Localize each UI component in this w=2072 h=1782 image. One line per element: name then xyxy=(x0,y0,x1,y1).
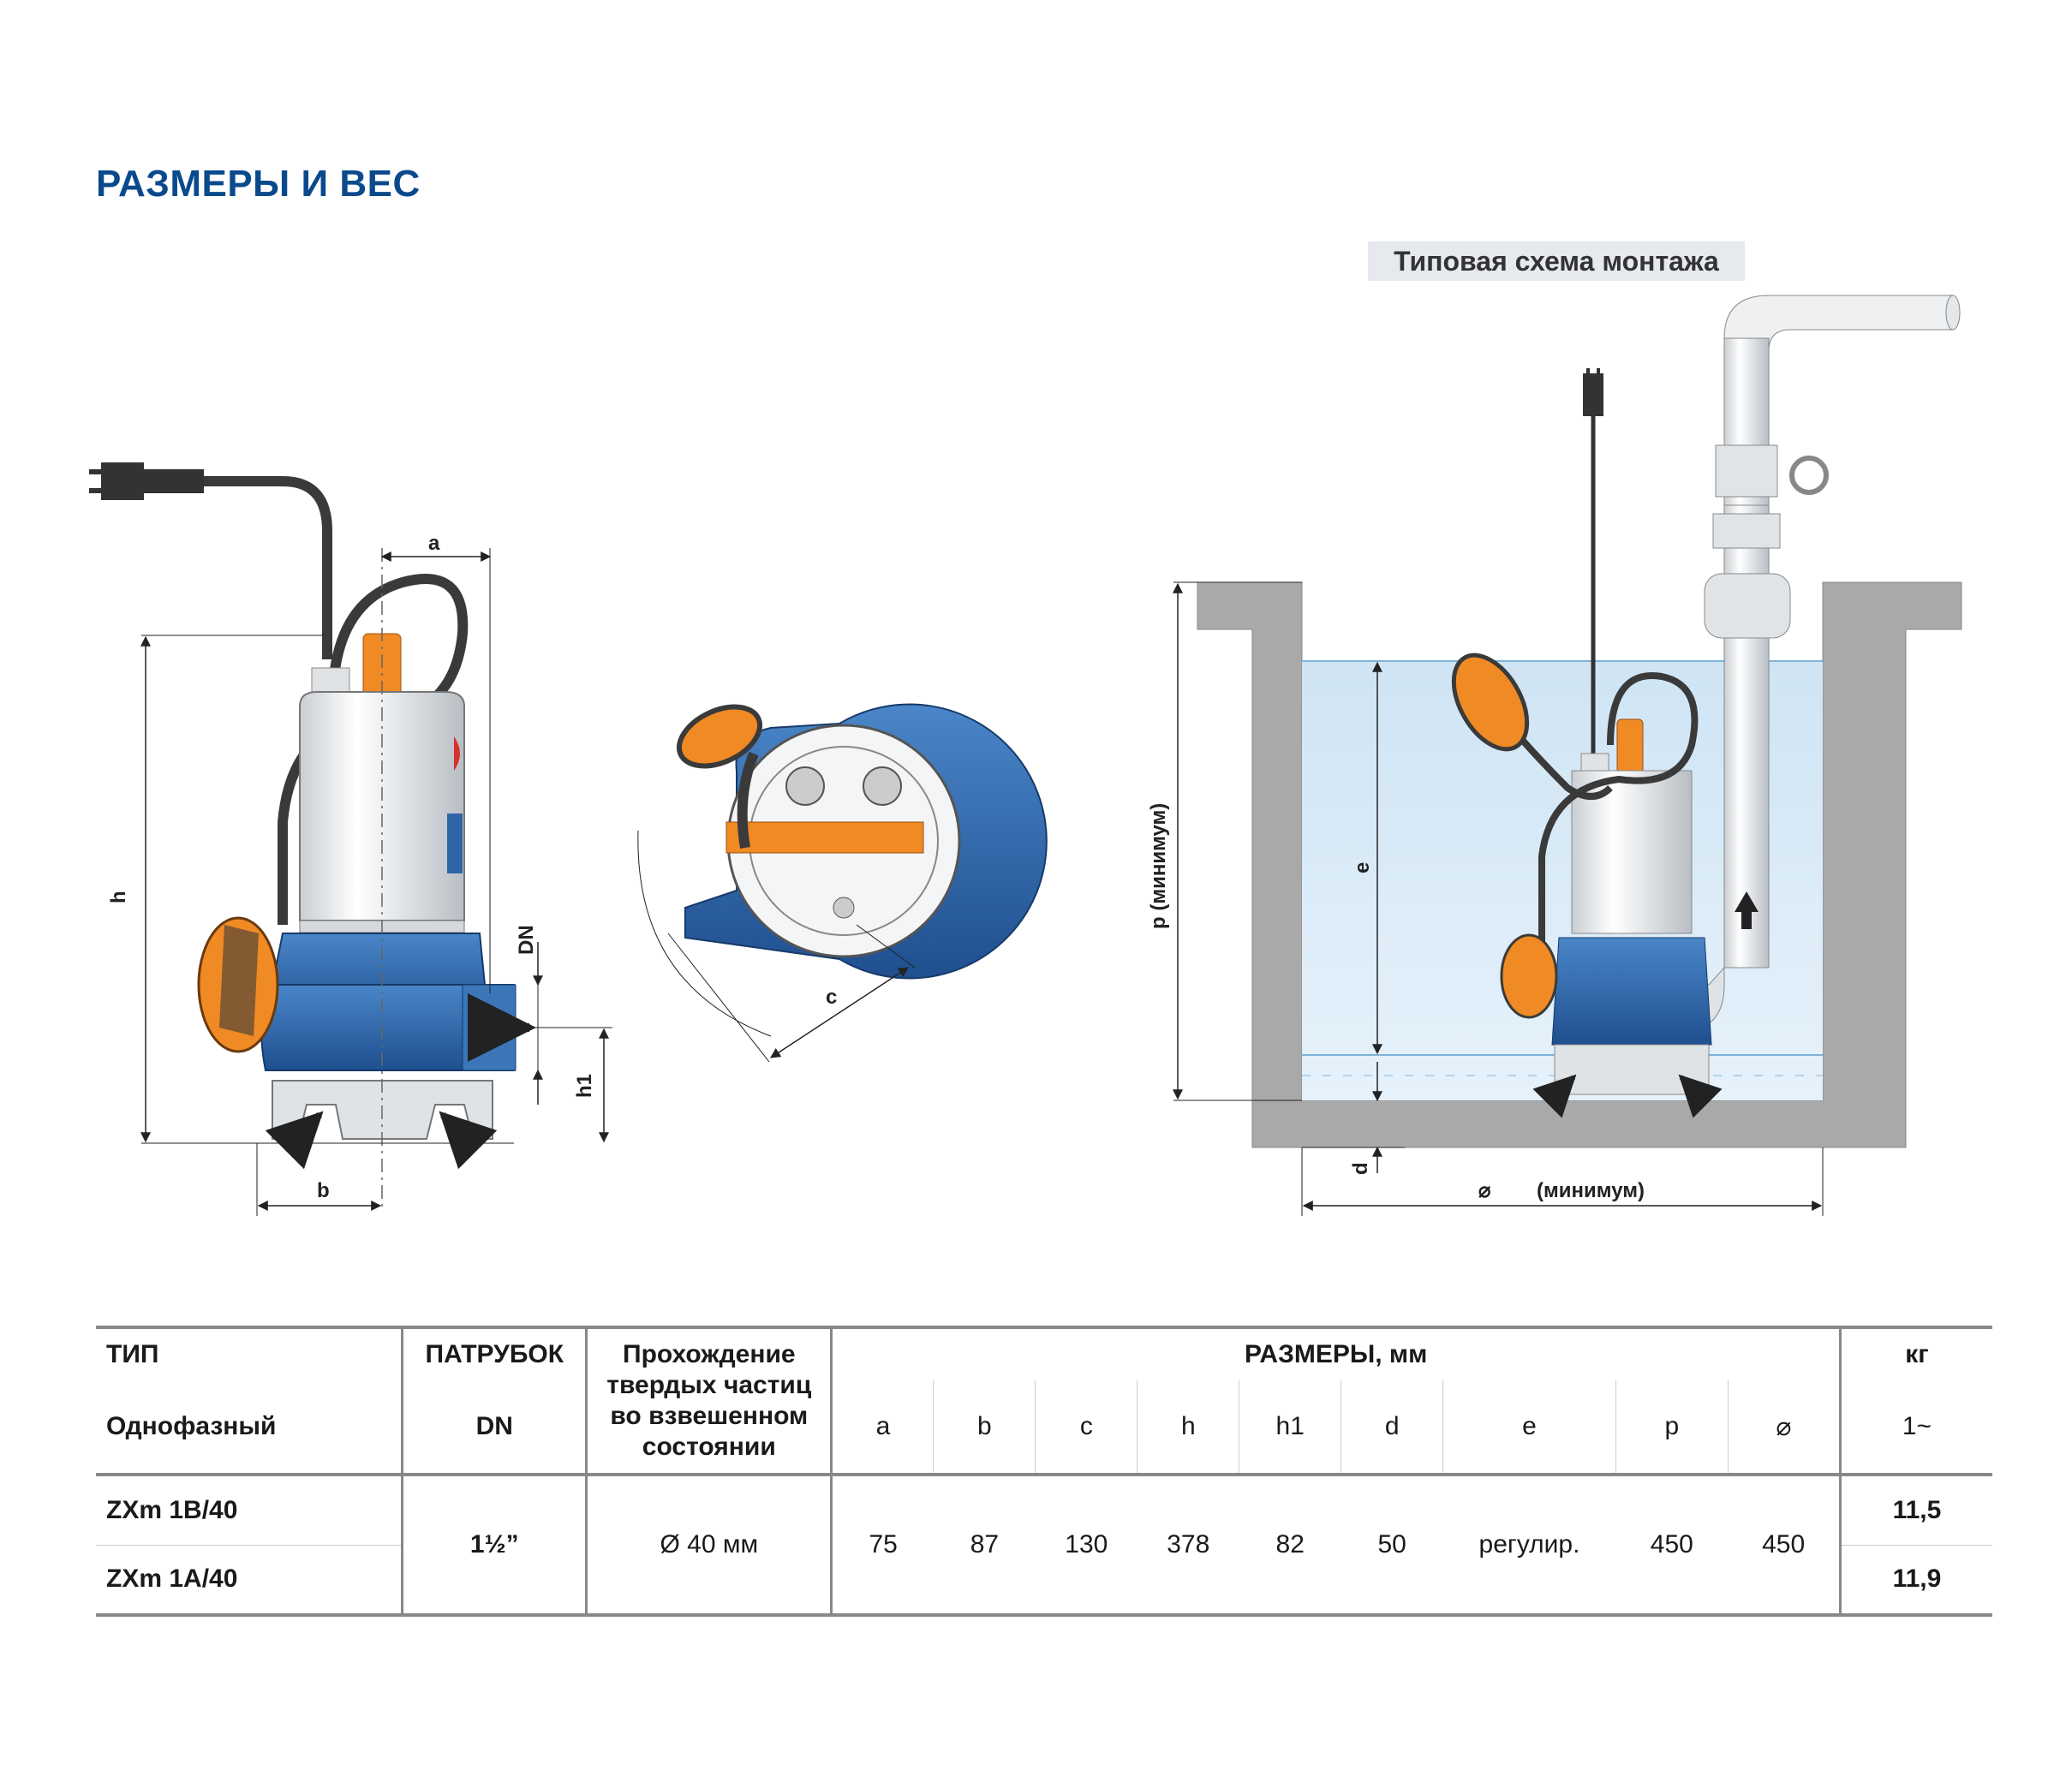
header-dimensions: РАЗМЕРЫ, мм xyxy=(831,1327,1842,1380)
value-a: 75 xyxy=(869,1530,898,1559)
value-h1: 82 xyxy=(1275,1530,1305,1559)
dim-diameter-symbol: ⌀ xyxy=(1478,1179,1491,1202)
plug-icon xyxy=(89,462,204,500)
header-weight-sub: 1~ xyxy=(1902,1412,1932,1440)
col-d: d xyxy=(1341,1380,1444,1475)
col-diameter: ⌀ xyxy=(1728,1380,1842,1475)
header-type-sub: Однофазный xyxy=(96,1380,404,1475)
value-c: 130 xyxy=(1065,1530,1108,1559)
outlet-value: 1½” xyxy=(402,1475,588,1615)
solids-value: Ø 40 мм xyxy=(586,1475,833,1615)
header-outlet: ПАТРУБОК xyxy=(402,1327,588,1380)
value-d: 50 xyxy=(1377,1530,1406,1559)
value-diameter: 450 xyxy=(1728,1475,1842,1615)
value-e: регулир. xyxy=(1478,1530,1580,1559)
value-b: 87 xyxy=(970,1530,1000,1559)
col-b: b xyxy=(933,1380,1036,1475)
col-p: p xyxy=(1615,1380,1729,1475)
dim-h1-label: h1 xyxy=(573,1074,596,1098)
dim-dn-label: DN xyxy=(515,925,538,955)
dim-b-label: b xyxy=(317,1179,330,1202)
installation-scheme-label: Типовая схема монтажа xyxy=(1368,241,1745,281)
header-type: ТИП xyxy=(96,1327,404,1380)
col-c: c xyxy=(1035,1380,1138,1475)
pump-top-view: c xyxy=(637,703,1048,1063)
weight-value: 11,5 xyxy=(1840,1475,1992,1546)
dim-p-label: p (минимум) xyxy=(1147,803,1170,929)
header-weight: кг xyxy=(1905,1340,1929,1368)
dim-d-label: d xyxy=(1349,1162,1372,1175)
dim-a-label: a xyxy=(428,532,440,555)
installation-scheme: p (минимум) e d ⌀ (минимум) xyxy=(1147,295,1962,1216)
page-title: РАЗМЕРЫ И ВЕС xyxy=(96,163,421,205)
value-h: 378 xyxy=(1167,1530,1210,1559)
col-e: e xyxy=(1442,1380,1616,1475)
col-h: h xyxy=(1137,1380,1240,1475)
col-a: a xyxy=(831,1380,934,1475)
dim-diameter-text: (минимум) xyxy=(1537,1179,1645,1202)
pump-side-view: a h DN h1 b xyxy=(89,462,612,1216)
header-outlet-sub: DN xyxy=(402,1380,588,1475)
dim-c-label: c xyxy=(826,986,837,1009)
dim-e-label: e xyxy=(1351,862,1374,873)
col-h1: h1 xyxy=(1239,1380,1342,1475)
dim-h-label: h xyxy=(107,891,130,903)
model-name: ZXm 1B/40 xyxy=(96,1475,404,1546)
model-name: ZXm 1A/40 xyxy=(96,1545,404,1615)
weight-value: 11,9 xyxy=(1892,1564,1942,1594)
value-p: 450 xyxy=(1650,1530,1693,1559)
